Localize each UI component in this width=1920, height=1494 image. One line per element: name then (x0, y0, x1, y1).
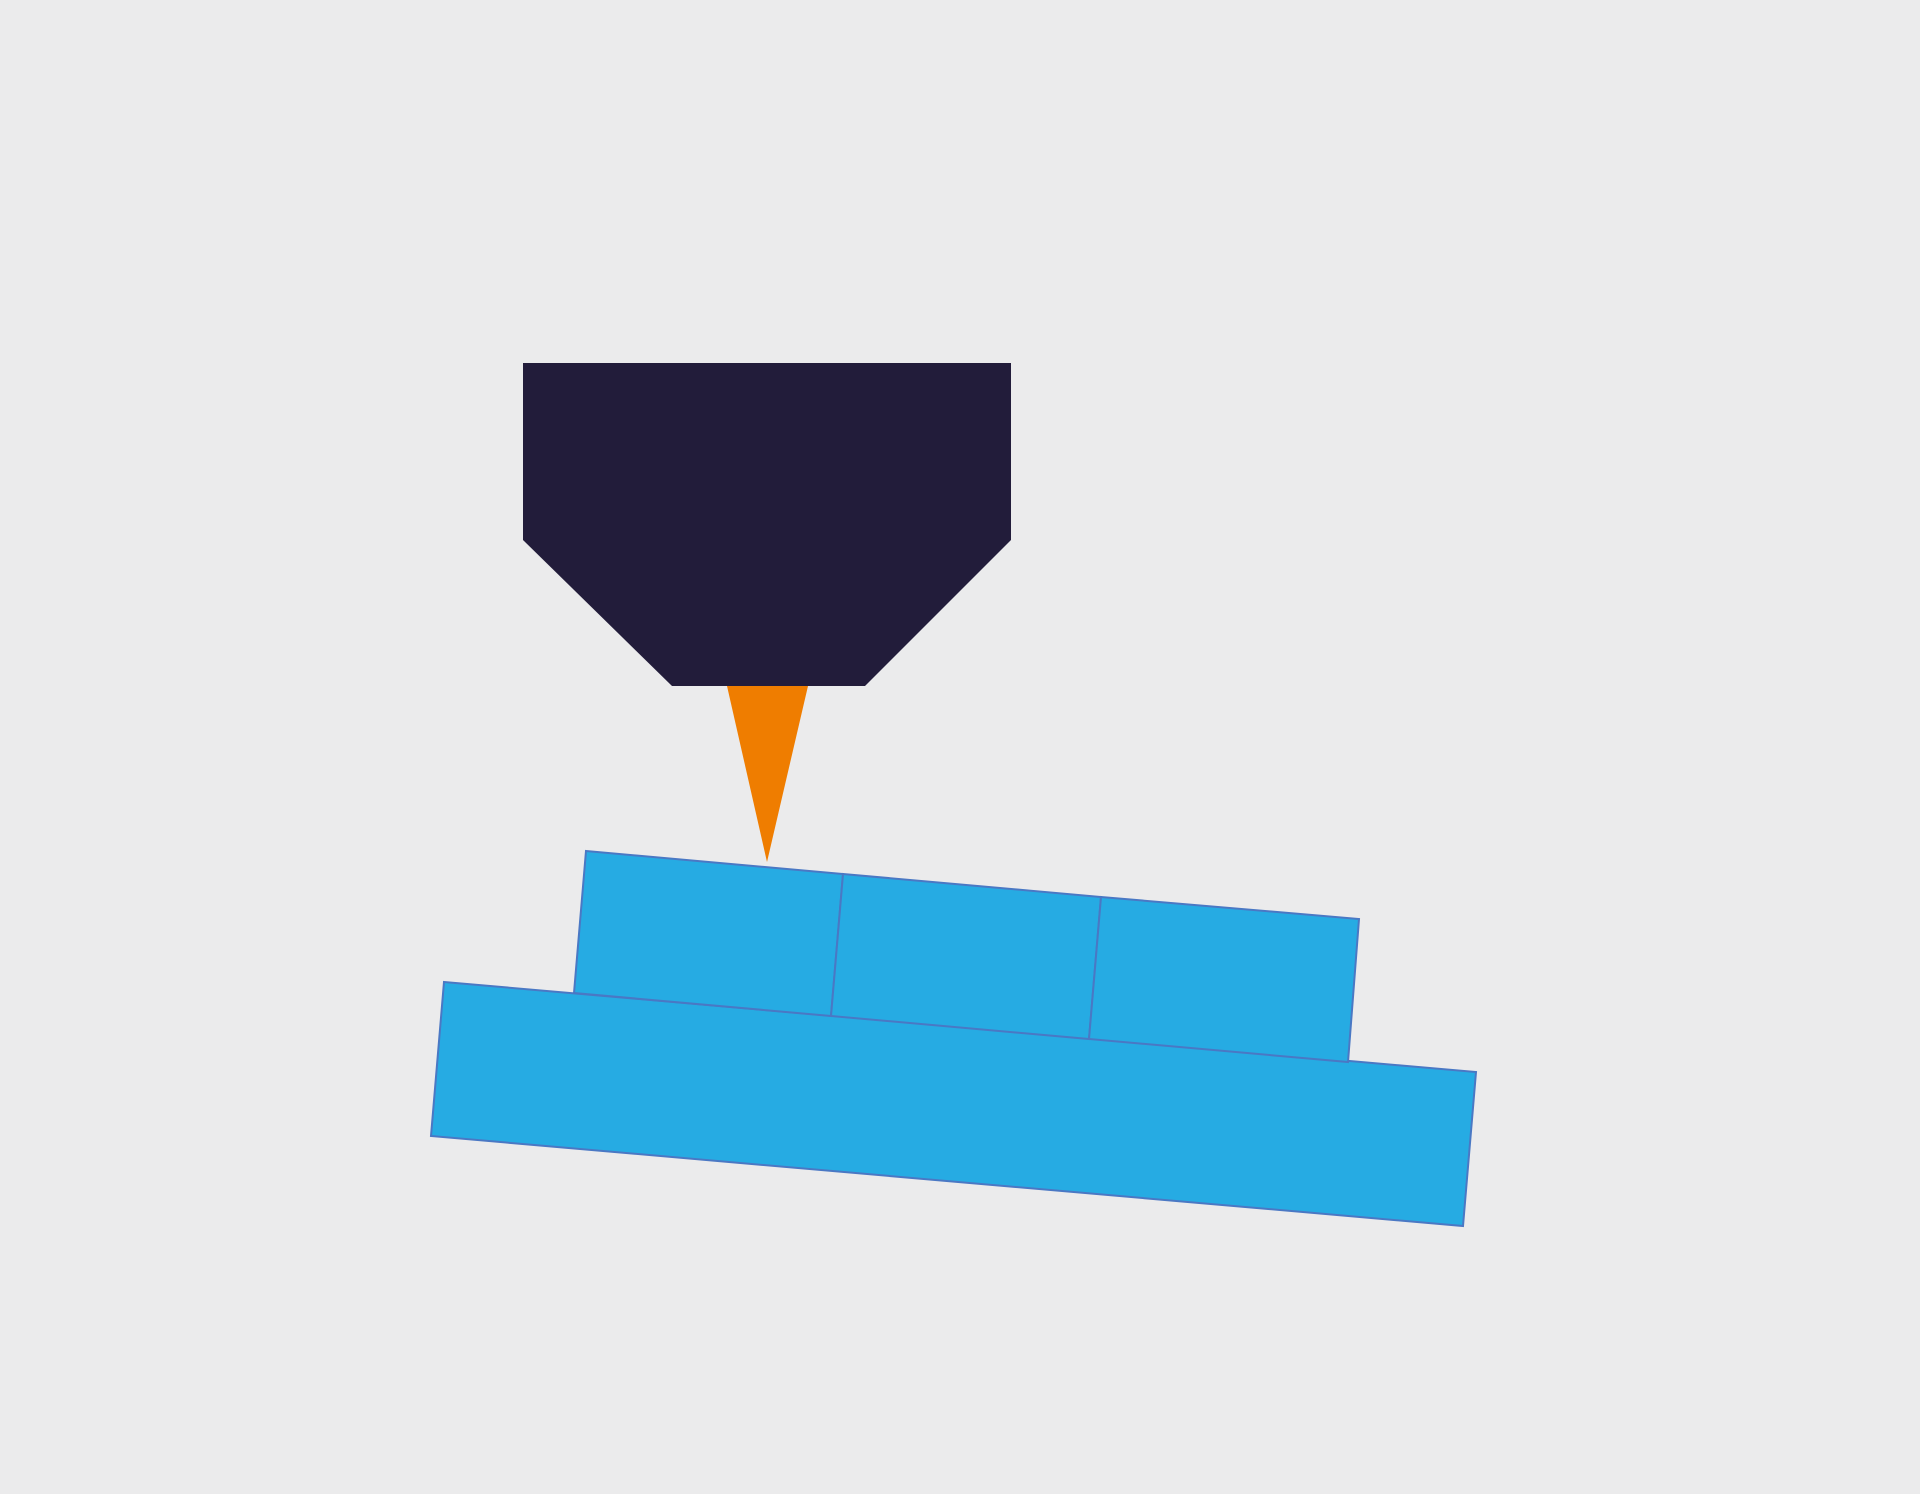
printed-block-1 (572, 849, 845, 1018)
printed-block-3 (1087, 895, 1361, 1064)
printed-block-2 (829, 872, 1103, 1041)
extruder-head (523, 363, 1011, 686)
nozzle-extrusion-stream (727, 686, 808, 862)
printed-top-layer (572, 849, 1361, 1064)
